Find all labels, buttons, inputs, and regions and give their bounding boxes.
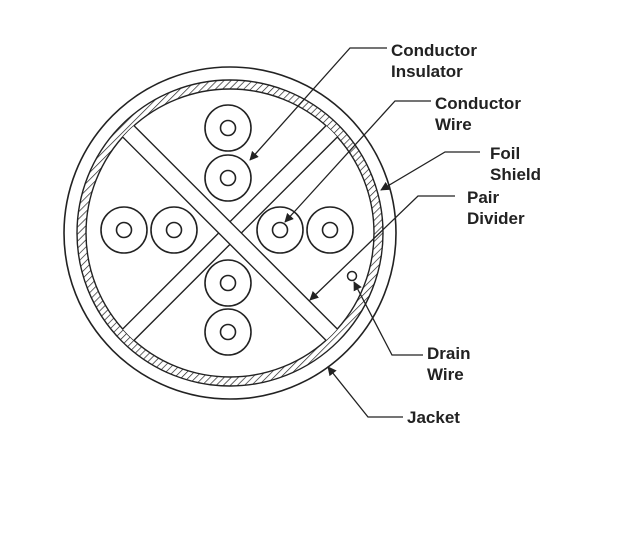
conductor	[100, 206, 148, 254]
conductor	[204, 154, 252, 202]
label-line: Pair	[467, 188, 500, 207]
label-line: Jacket	[407, 408, 460, 427]
conductor	[204, 308, 252, 356]
leader-conductor-insulator	[249, 47, 387, 161]
conductor	[150, 206, 198, 254]
pair-left	[100, 206, 198, 254]
label-line: Wire	[427, 365, 464, 384]
leader-foil-shield	[380, 151, 480, 191]
leader-jacket	[327, 366, 403, 418]
label-line: Divider	[467, 209, 525, 228]
label-line: Shield	[490, 165, 541, 184]
pair-bottom	[204, 259, 252, 356]
label-line: Conductor	[435, 94, 521, 113]
pair-top	[204, 104, 252, 202]
drain-wire	[346, 270, 358, 282]
leader-pair-divider	[309, 195, 455, 301]
label-pair-divider: Pair Divider	[467, 188, 525, 228]
label-jacket: Jacket	[407, 408, 460, 427]
label-line: Drain	[427, 344, 470, 363]
label-drain-wire: Drain Wire	[427, 344, 475, 384]
conductor	[204, 259, 252, 307]
leader-drain-wire	[353, 281, 423, 356]
label-conductor-insulator: Conductor Insulator	[391, 41, 482, 81]
label-line: Wire	[435, 115, 472, 134]
label-line: Conductor	[391, 41, 477, 60]
conductor	[306, 206, 354, 254]
leader-conductor-wire	[284, 100, 431, 223]
label-line: Insulator	[391, 62, 463, 81]
label-conductor-wire: Conductor Wire	[435, 94, 526, 134]
conductor	[256, 206, 304, 254]
label-line: Foil	[490, 144, 520, 163]
conductor	[204, 104, 252, 152]
label-foil-shield: Foil Shield	[490, 144, 541, 184]
